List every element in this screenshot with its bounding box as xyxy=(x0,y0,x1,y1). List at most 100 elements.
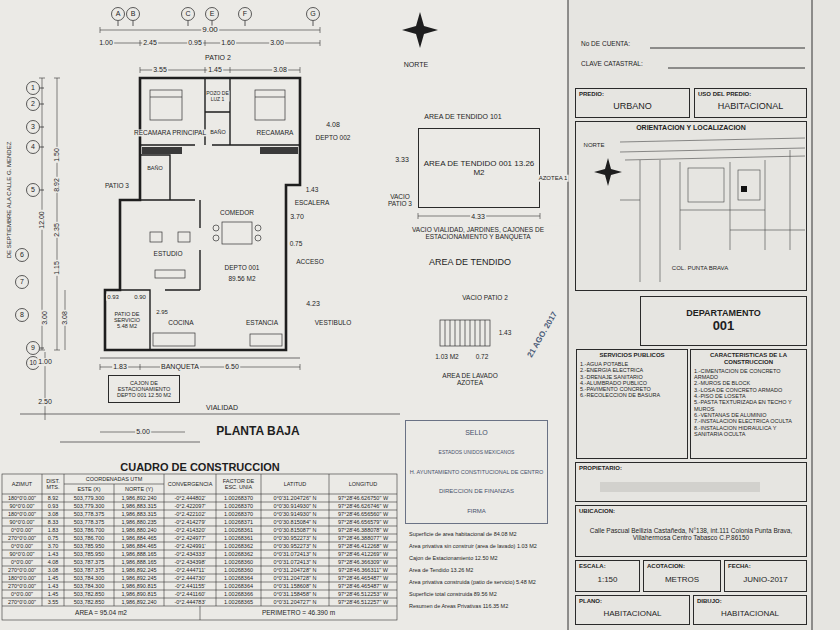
table-total: AREA = 95.04 m2 xyxy=(2,606,200,620)
street-line xyxy=(20,358,400,442)
table-cell: 270°0'0.00" xyxy=(2,534,42,542)
grid-bubble xyxy=(206,8,219,21)
table-cell: -0°2.424991' xyxy=(164,542,216,550)
plan-label: 3.33 xyxy=(394,156,410,164)
plan-label: VESTIBULO xyxy=(314,319,352,326)
furniture xyxy=(250,334,282,346)
title-block-box: UBICACION:Calle Pascual Bellizia Castañe… xyxy=(575,505,807,557)
table-cell: 1.45 xyxy=(42,574,64,582)
table-grid xyxy=(2,494,397,606)
table-cell: 1.00268365 xyxy=(216,598,261,606)
table-grid xyxy=(42,474,329,620)
location-marker xyxy=(741,186,747,192)
table-cell: 503,787.375 xyxy=(64,566,114,574)
furniture xyxy=(178,232,190,242)
title-block-box: PROPIETARIO: xyxy=(575,462,807,502)
plan-label: Resumen de Areas Privativas 116.35 M2 xyxy=(408,603,509,609)
plan-label: 1.45 xyxy=(207,66,223,74)
table-cell: 503,785.950 xyxy=(64,550,114,558)
window-hatch xyxy=(260,147,298,154)
box-text: 6.-VENTANAS DE ALUMINIO xyxy=(694,412,803,418)
street-line xyxy=(20,358,400,442)
table-cell: 1,986,892.240 xyxy=(114,494,164,502)
table-header-cell: FACTOR DE ESC. UNIA xyxy=(216,474,261,494)
box-text: DIBUJO: xyxy=(697,598,722,605)
plan-label: Area privativa construida (patio de serv… xyxy=(408,579,537,585)
plan-label: 89.56 M2 xyxy=(227,275,256,282)
grid-bubble xyxy=(307,8,320,21)
table-cell: 97°28'46.626750" W xyxy=(329,494,397,502)
grid-bubble-label: B xyxy=(131,10,136,18)
grid-bubble-label: 8 xyxy=(20,311,24,319)
redacted-owner xyxy=(600,482,760,492)
window-hatch xyxy=(142,147,182,154)
grid-bubble xyxy=(239,8,252,21)
grid-bubble xyxy=(16,249,29,262)
box-text: URBANO xyxy=(579,101,686,111)
table-cell: 1.00268361 xyxy=(216,526,261,534)
table-cell: 0°0'31.158458" N xyxy=(261,590,329,598)
title-block-line xyxy=(568,0,812,630)
table-cell: 0°0'31.204728" N xyxy=(261,574,329,582)
plan-label: 1.03 M2 xyxy=(434,353,460,360)
plan-label: DE SEPTIEMBRE ALA CALLE G. MENDEZ xyxy=(6,141,13,260)
table-cell: 503,785.950 xyxy=(64,542,114,550)
table-cell: 1.83 xyxy=(42,526,64,534)
plan-label: AREA DE LAVADO AZOTEA xyxy=(435,372,505,386)
table-header-cell: COORDENADAS UTM xyxy=(64,474,164,484)
box-text: HABITACIONAL xyxy=(698,101,803,111)
plan-label: 6.50 xyxy=(224,363,240,371)
title-block-box: AREA DE TENDIDO 001 13.26 M2 xyxy=(418,128,540,208)
plan-label: 3.55 xyxy=(152,66,168,74)
table-header-cell: NORTE (Y) xyxy=(114,484,164,494)
table-cell: 1.00268364 xyxy=(216,574,261,582)
table-cell: 97°28'46.388078" W xyxy=(329,526,397,534)
table-grid xyxy=(2,474,397,620)
interior-wall xyxy=(140,155,200,290)
grid-bubble xyxy=(127,8,140,21)
plan-label: 1.15 xyxy=(53,260,61,276)
plan-label: RECAMARA xyxy=(256,129,295,136)
grid-bubble xyxy=(16,276,29,289)
plan-label: AZOTEA 1 xyxy=(538,175,569,182)
plan-label: 3.70 xyxy=(289,213,305,221)
table-cell: 97°28'46.465487" W xyxy=(329,574,397,582)
box-text: SELLO xyxy=(465,429,488,437)
furniture xyxy=(255,97,285,98)
box-text: 5.-PASTA TEXTURIZADA EN TECHO Y MUROS xyxy=(694,399,803,412)
table-cell: 0°0'0.00" xyxy=(2,526,42,534)
plan-label: 0.75 xyxy=(289,240,304,247)
plan-label: VACIO PATIO 3 xyxy=(385,193,415,207)
table-cell: 0°0'30.815087" N xyxy=(261,526,329,534)
table-cell: 0°0'30.815084" N xyxy=(261,518,329,526)
box-text: Calle Pascual Bellizia Castañeda, N°138,… xyxy=(579,527,803,542)
table-cell: 180°0'0.00" xyxy=(2,510,42,518)
plan-label: RECAMARA PRINCIPAL xyxy=(133,129,207,136)
table-cell: 1,986,880.235 xyxy=(114,518,164,526)
furniture xyxy=(150,97,182,98)
table-cell: 4.08 xyxy=(42,558,64,566)
table-cell: 270°0'0.00" xyxy=(2,598,42,606)
plan-label: 2.50 xyxy=(37,398,53,406)
table-cell: 97°28'46.412268" W xyxy=(329,542,397,550)
table-cell: 180°0'0.00" xyxy=(2,574,42,582)
table-cell: 0°0'31.072413" N xyxy=(261,558,329,566)
table-cell: 8.33 xyxy=(42,518,64,526)
table-cell: 0°0'31.204726" N xyxy=(261,494,329,502)
grid-bubble xyxy=(27,82,40,95)
dimension-line xyxy=(100,364,300,370)
plan-label: BAÑO xyxy=(146,165,164,171)
table-cell: -0°2.444711' xyxy=(164,566,216,574)
plan-label: 1.60 xyxy=(220,39,236,47)
table-cell: 1,986,892.245 xyxy=(114,566,164,574)
title-block-box: PREDIO:URBANO xyxy=(575,88,690,118)
table-grid xyxy=(2,474,397,620)
box-text: 3.-LOSA DE CONCRETO ARMADO xyxy=(694,387,803,393)
box-text: CAJON DE ESTACIONAMIENTO DEPTO 001 12.50… xyxy=(112,380,176,399)
furniture xyxy=(222,222,252,244)
window-hatch xyxy=(142,147,298,154)
table-cell: 97°28'46.656560" W xyxy=(329,510,397,518)
plan-label: 4.33 xyxy=(470,213,486,221)
grid-bubble xyxy=(112,8,125,21)
